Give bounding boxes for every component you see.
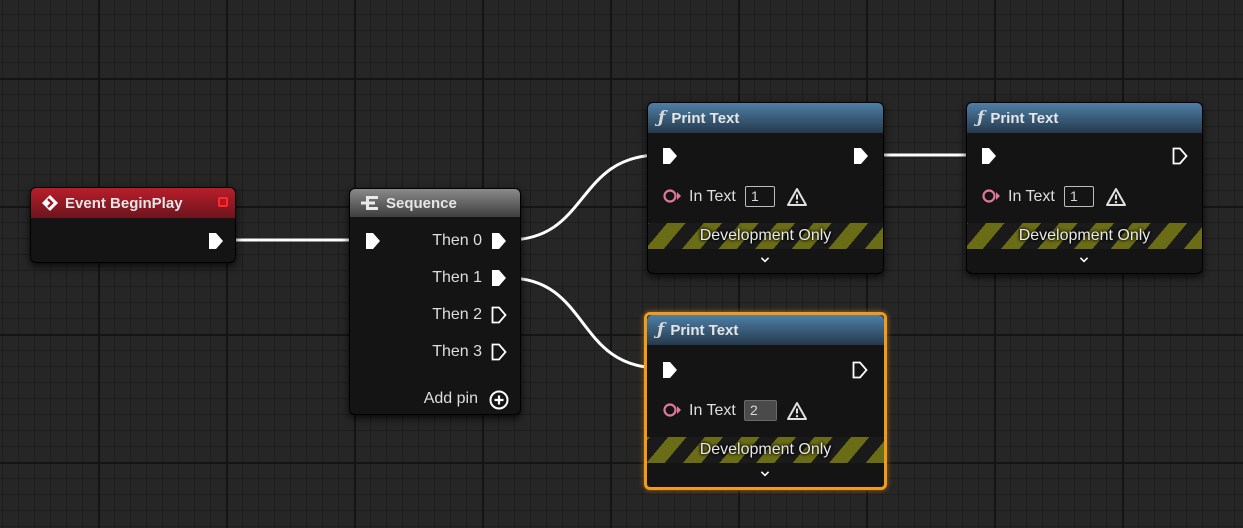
exec-wire-then0-to-print1[interactable]: [507, 153, 661, 242]
then-0-label: Then 0: [432, 232, 482, 249]
in-text-field[interactable]: 1: [1064, 186, 1094, 207]
event-replication-icon: [218, 197, 228, 207]
chevron-down-icon[interactable]: [760, 255, 770, 265]
function-f-icon: ƒ: [977, 108, 985, 128]
function-f-icon: ƒ: [658, 108, 666, 128]
event-beginplay-node[interactable]: Event BeginPlay: [30, 187, 236, 263]
sequence-node[interactable]: Sequence Then 0 Then 1 Then 2 Then 3 Add…: [349, 188, 521, 415]
in-text-field[interactable]: 1: [745, 186, 775, 207]
print-text-title: Print Text: [990, 109, 1059, 127]
development-only-label: Development Only: [699, 441, 832, 458]
exec-input-pin[interactable]: [661, 146, 679, 166]
add-pin-label[interactable]: Add pin: [423, 390, 478, 407]
then-3-pin[interactable]: [490, 342, 508, 362]
print-text-node-2[interactable]: ƒ Print Text In Text 1 Development Only: [966, 102, 1203, 274]
then-0-pin[interactable]: [490, 231, 508, 251]
add-circle-icon[interactable]: [488, 389, 510, 411]
exec-output-pin[interactable]: [207, 231, 225, 251]
then-2-label: Then 2: [432, 306, 482, 323]
development-only-banner: Development Only: [967, 223, 1202, 249]
text-pin-icon[interactable]: [662, 402, 684, 418]
exec-output-pin[interactable]: [851, 360, 869, 380]
sequence-node-header[interactable]: Sequence: [350, 189, 520, 217]
in-text-label: In Text: [689, 402, 736, 419]
event-node-header[interactable]: Event BeginPlay: [31, 188, 235, 218]
in-text-field[interactable]: 2: [744, 400, 777, 421]
then-1-label: Then 1: [432, 269, 482, 286]
exec-input-pin[interactable]: [364, 231, 382, 251]
warning-triangle-icon: [1106, 188, 1126, 206]
event-node-title: Event BeginPlay: [65, 194, 183, 212]
event-diamond-icon: [42, 195, 58, 211]
print-text-header[interactable]: ƒ Print Text: [967, 103, 1202, 133]
warning-triangle-icon: [787, 402, 807, 420]
in-text-label: In Text: [1008, 188, 1055, 205]
exec-input-pin[interactable]: [980, 146, 998, 166]
print-text-title: Print Text: [670, 321, 739, 339]
text-pin-icon[interactable]: [981, 188, 1003, 204]
warning-triangle-icon: [787, 188, 807, 206]
print-text-header[interactable]: ƒ Print Text: [648, 103, 883, 133]
exec-wire-then1-to-print3[interactable]: [507, 276, 661, 370]
text-pin-icon[interactable]: [662, 188, 684, 204]
then-1-pin[interactable]: [490, 268, 508, 288]
development-only-banner: Development Only: [647, 437, 884, 463]
print-text-node-1[interactable]: ƒ Print Text In Text 1 Development Only: [647, 102, 884, 274]
in-text-label: In Text: [689, 188, 736, 205]
print-text-node-3[interactable]: ƒ Print Text In Text 2 Development Only: [644, 312, 887, 490]
exec-output-pin[interactable]: [1171, 146, 1189, 166]
print-text-title: Print Text: [671, 109, 740, 127]
sequence-icon: [361, 196, 378, 210]
chevron-down-icon[interactable]: [1079, 255, 1089, 265]
development-only-label: Development Only: [699, 227, 832, 244]
then-2-pin[interactable]: [490, 305, 508, 325]
function-f-icon: ƒ: [657, 320, 665, 340]
development-only-label: Development Only: [1018, 227, 1151, 244]
chevron-down-icon[interactable]: [760, 469, 770, 479]
print-text-header[interactable]: ƒ Print Text: [647, 315, 884, 345]
development-only-banner: Development Only: [648, 223, 883, 249]
then-3-label: Then 3: [432, 343, 482, 360]
sequence-node-title: Sequence: [386, 194, 457, 212]
exec-input-pin[interactable]: [661, 360, 679, 380]
exec-output-pin[interactable]: [852, 146, 870, 166]
